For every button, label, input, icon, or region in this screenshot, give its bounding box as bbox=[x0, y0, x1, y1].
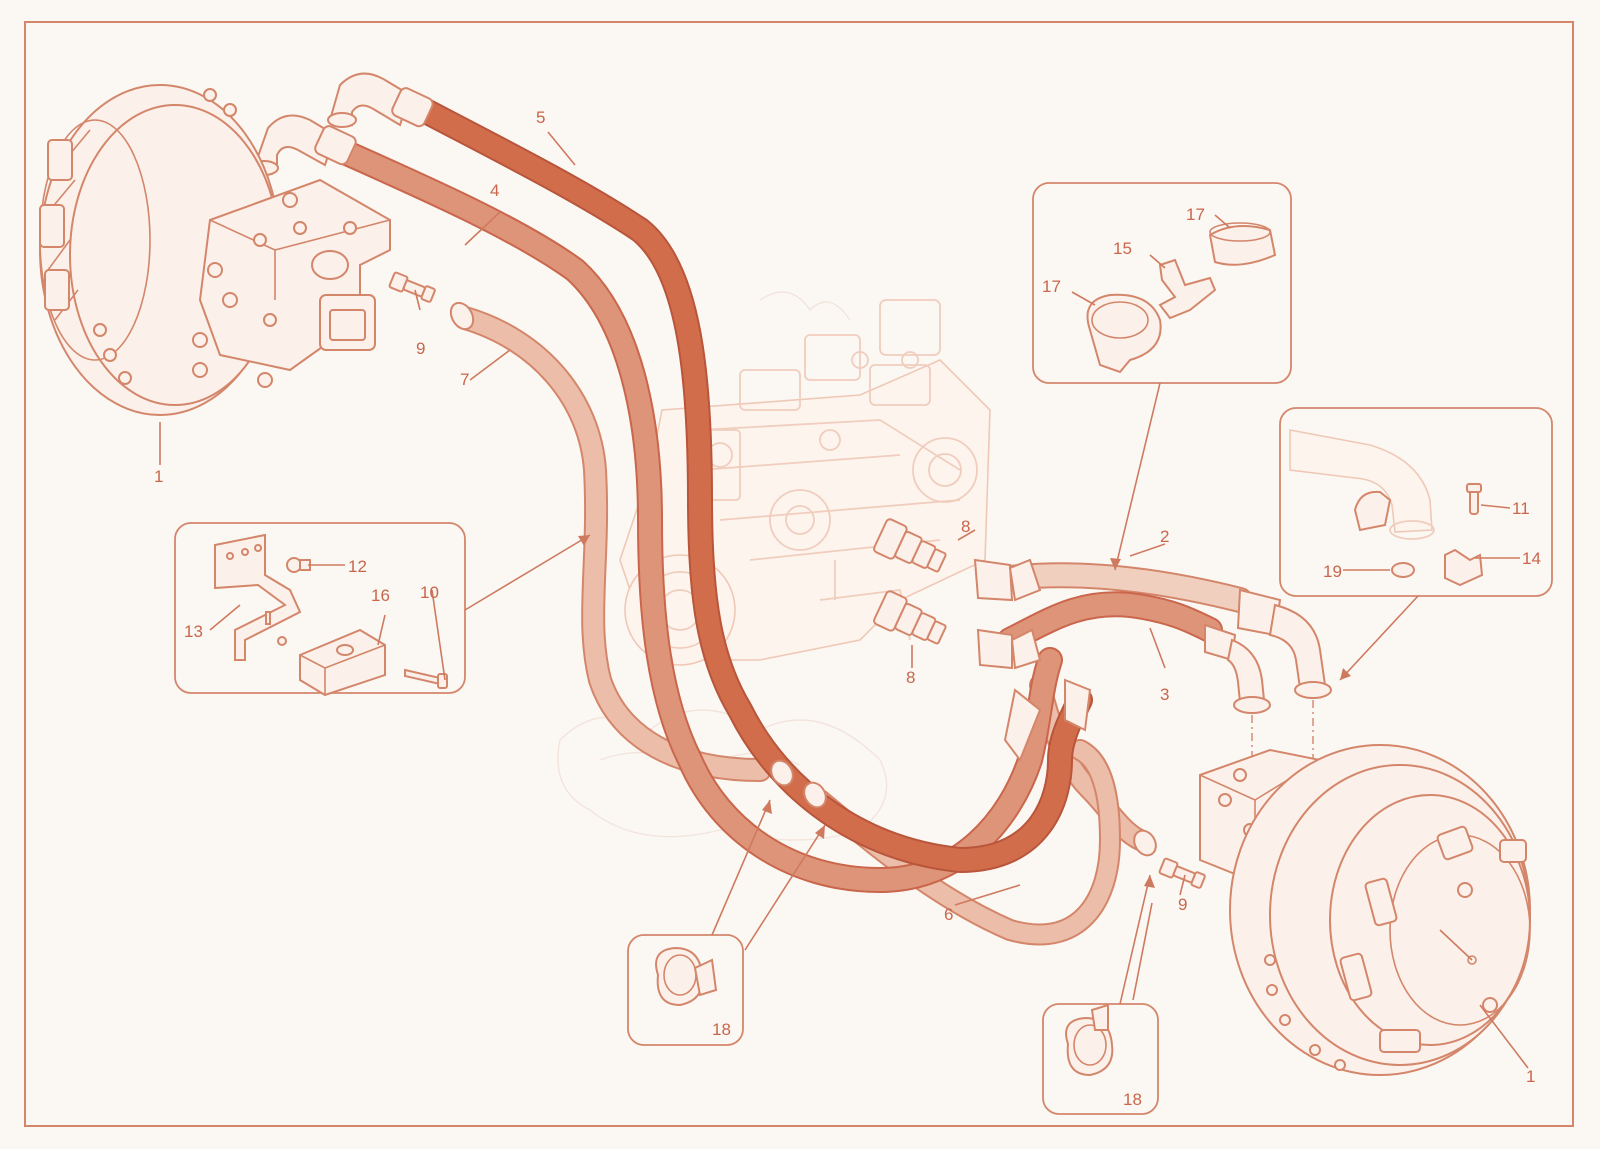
right-drive-motor bbox=[1199, 744, 1531, 1076]
callout-4: 4 bbox=[490, 181, 499, 200]
left-drive-motor bbox=[39, 84, 391, 416]
callout-9-right: 9 bbox=[1178, 895, 1187, 914]
callout-13: 13 bbox=[184, 622, 203, 641]
callout-10: 10 bbox=[420, 583, 439, 602]
page-frame bbox=[24, 21, 1574, 1127]
callout-5: 5 bbox=[536, 108, 545, 127]
callout-15: 15 bbox=[1113, 239, 1132, 258]
callout-1-left: 1 bbox=[154, 467, 163, 486]
hoses bbox=[327, 95, 1253, 946]
callout-7: 7 bbox=[460, 370, 469, 389]
central-pump-ghost bbox=[619, 299, 991, 666]
callout-2: 2 bbox=[1160, 527, 1169, 546]
check-valve-fittings bbox=[388, 271, 1206, 889]
callout-18-right: 18 bbox=[1123, 1090, 1142, 1109]
callout-18-left: 18 bbox=[712, 1020, 731, 1039]
inset-flange-assembly bbox=[1279, 407, 1553, 597]
inset-hose-clamp-right bbox=[1042, 1003, 1159, 1115]
callout-labels: 1 1 2 3 4 5 6 7 8 8 9 9 10 11 12 13 14 1… bbox=[154, 108, 1541, 1109]
hose-fittings bbox=[249, 72, 1332, 857]
callout-19: 19 bbox=[1323, 562, 1342, 581]
callout-1-right: 1 bbox=[1526, 1067, 1535, 1086]
callout-17-top: 17 bbox=[1186, 205, 1205, 224]
callout-12: 12 bbox=[348, 557, 367, 576]
inset-bracket-assembly bbox=[174, 522, 466, 697]
callout-8-bottom: 8 bbox=[906, 668, 915, 687]
callout-16: 16 bbox=[371, 586, 390, 605]
inset-clamp-assembly bbox=[1032, 182, 1292, 384]
callout-3: 3 bbox=[1160, 685, 1169, 704]
callout-9-left: 9 bbox=[416, 339, 425, 358]
callout-6: 6 bbox=[944, 905, 953, 924]
port-adapters bbox=[873, 518, 947, 645]
callout-14: 14 bbox=[1522, 549, 1541, 568]
callout-11: 11 bbox=[1512, 499, 1530, 518]
leader-lines bbox=[159, 131, 1529, 1069]
inset-hose-clamp-left bbox=[627, 934, 744, 1046]
callout-8-top: 8 bbox=[961, 517, 970, 536]
callout-17-left: 17 bbox=[1042, 277, 1061, 296]
